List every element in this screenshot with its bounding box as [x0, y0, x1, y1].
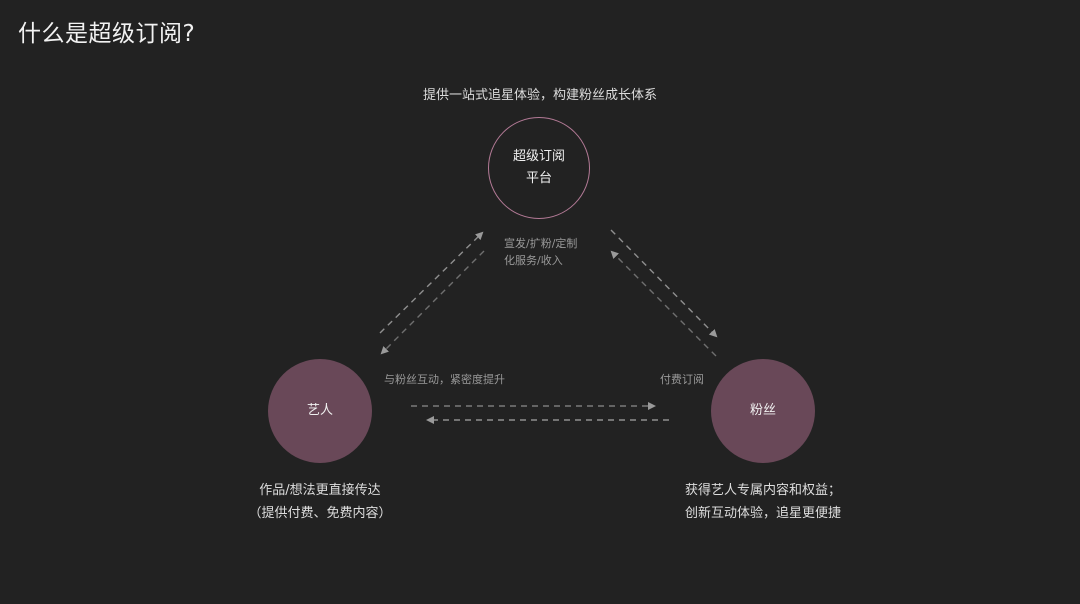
node-artist: 艺人 — [268, 359, 372, 463]
fan-description-line2: 创新互动体验，追星更便捷 — [684, 506, 841, 521]
edge-label-line2: 化服务/收入 — [504, 254, 563, 267]
arrow-fan-to-platform — [610, 250, 717, 357]
platform-tagline: 提供一站式追星体验，构建粉丝成长体系 — [422, 88, 657, 103]
fan-label: 粉丝 — [749, 403, 776, 418]
edge-label-line1: 宣发/扩粉/定制 — [504, 237, 578, 250]
arrow-platform-to-artist — [380, 250, 485, 355]
edge-label-artist-platform: 宣发/扩粉/定制 化服务/收入 — [504, 235, 577, 269]
arrow-artist-to-platform — [379, 231, 484, 334]
artist-description-line1: 作品/想法更直接传达 — [259, 483, 381, 498]
platform-label-line1: 超级订阅 — [512, 149, 565, 164]
page-title: 什么是超级订阅? — [18, 21, 196, 47]
artist-description: 作品/想法更直接传达 （提供付费、免费内容） — [220, 479, 420, 525]
fan-description: 获得艺人专属内容和权益； 创新互动体验，追星更便捷 — [663, 479, 863, 525]
arrow-platform-to-fan — [610, 229, 718, 338]
edge-label-fan-artist: 付费订阅 — [660, 373, 704, 386]
node-super-subscription-platform: 超级订阅 平台 — [488, 117, 590, 219]
platform-label-line2: 平台 — [525, 171, 552, 186]
fan-description-line1: 获得艺人专属内容和权益； — [684, 483, 841, 498]
artist-description-line2: （提供付费、免费内容） — [248, 506, 392, 521]
node-fan: 粉丝 — [711, 359, 815, 463]
edge-label-artist-fan: 与粉丝互动，紧密度提升 — [384, 373, 505, 386]
artist-label: 艺人 — [306, 403, 333, 418]
